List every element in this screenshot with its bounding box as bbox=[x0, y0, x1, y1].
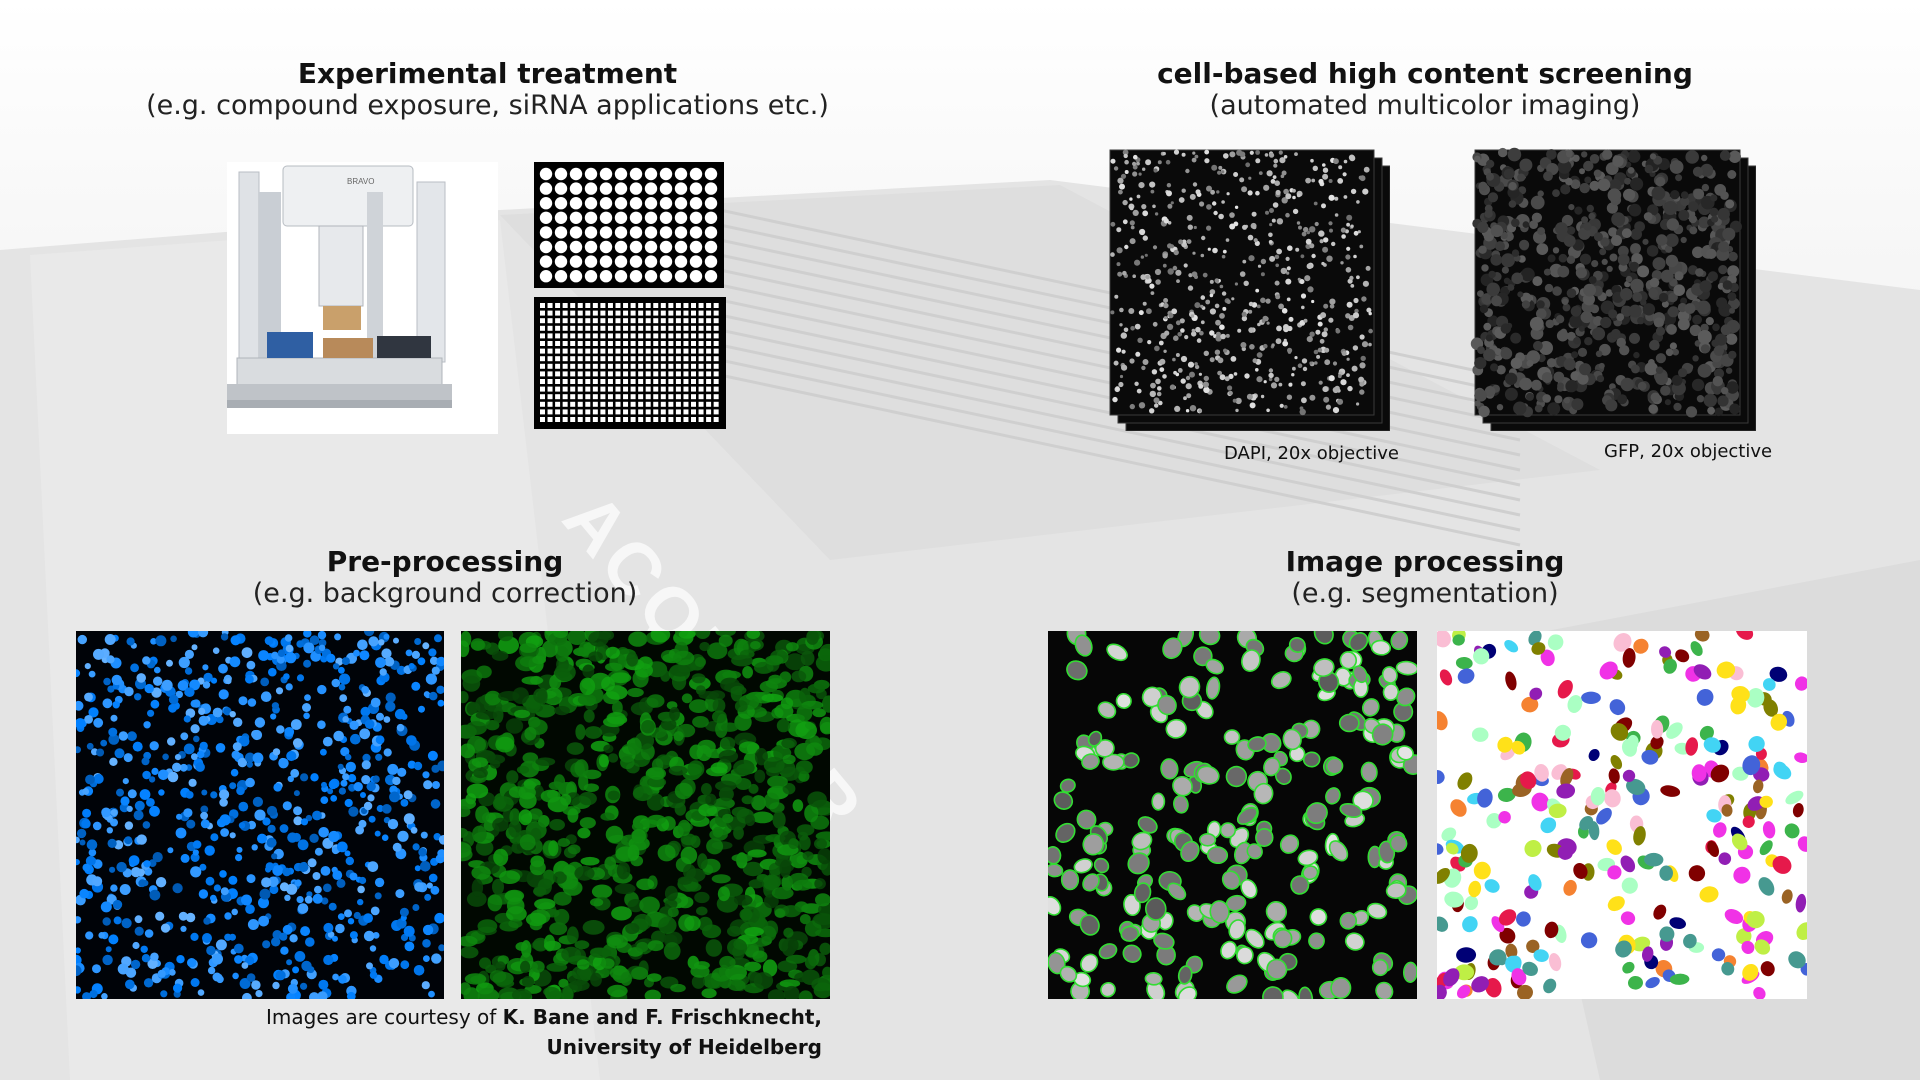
liquid-handler-robot-image: BRAVO bbox=[227, 162, 498, 434]
segmentation-outline-image bbox=[1048, 631, 1417, 999]
dapi-blue-preprocessed-image bbox=[76, 631, 444, 999]
dapi-caption: DAPI, 20x objective bbox=[1224, 443, 1399, 464]
segmentation-label-map-image bbox=[1437, 631, 1807, 999]
credit-prefix: Images are courtesy of bbox=[266, 1005, 503, 1029]
96-well-plate-icon bbox=[534, 162, 724, 288]
treatment-title: Experimental treatment bbox=[297, 57, 678, 90]
preprocessing-subtitle: (e.g. background correction) bbox=[252, 578, 638, 609]
image-credit: Images are courtesy of K. Bane and F. Fr… bbox=[250, 1002, 822, 1062]
384-well-plate-icon bbox=[534, 297, 726, 429]
preprocessing-title: Pre-processing bbox=[326, 545, 564, 578]
gfp-image-stack bbox=[1467, 142, 1756, 431]
screening-subtitle: (automated multicolor imaging) bbox=[1209, 90, 1641, 121]
gfp-caption: GFP, 20x objective bbox=[1604, 441, 1773, 462]
treatment-subtitle: (e.g. compound exposure, siRNA applicati… bbox=[146, 90, 829, 121]
credit-authors: K. Bane and F. Frischknecht, bbox=[502, 1005, 822, 1029]
credit-institution: University of Heidelberg bbox=[546, 1035, 822, 1059]
dapi-image-stack bbox=[1102, 142, 1390, 431]
image-processing-subtitle: (e.g. segmentation) bbox=[1291, 578, 1559, 609]
image-processing-title: Image processing bbox=[1285, 545, 1565, 578]
gfp-green-preprocessed-image bbox=[461, 631, 830, 999]
robot-brand-label: BRAVO bbox=[347, 177, 374, 186]
screening-title: cell-based high content screening bbox=[1157, 57, 1693, 90]
